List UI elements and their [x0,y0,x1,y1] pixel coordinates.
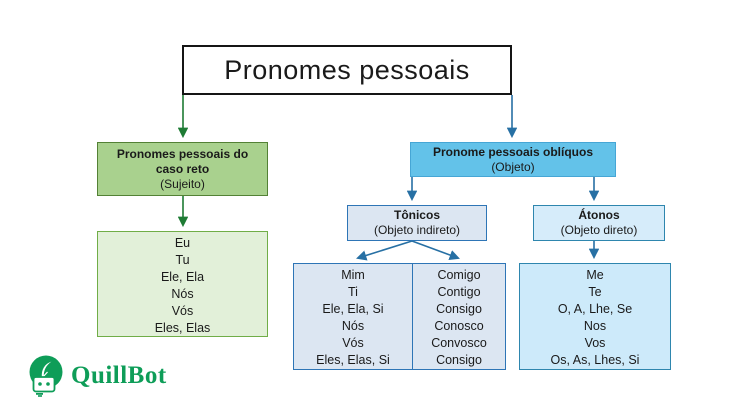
quillbot-wordmark: QuillBot [71,362,167,389]
atonos-pronoun-list: Me Te O, A, Lhe, Se Nos Vos Os, As, Lhes… [519,263,671,370]
list-item: Te [588,285,602,299]
list-item: Nós [341,319,365,333]
arrow-tonicos-to-col2 [411,240,460,260]
node-caso-reto-subtitle: (Sujeito) [160,177,205,191]
list-item: O, A, Lhe, Se [557,302,633,316]
diagram-title-text: Pronomes pessoais [224,55,470,85]
list-item: Ti [348,285,358,299]
list-item: Me [586,268,604,282]
node-atonos-title: Átonos [578,208,620,222]
arrow-tonicos-to-col1 [356,240,413,261]
node-obliquos: Pronome pessoais oblíquos (Objeto) [410,142,616,177]
tonicos-column-2: Comigo Contigo Consigo Conosco Convosco … [413,264,505,369]
list-item: Os, As, Lhes, Si [550,353,640,367]
list-item: Ele, Ela [160,270,205,284]
list-item: Comigo [437,268,481,282]
list-item: Vos [584,336,606,350]
list-item: Mim [341,268,365,282]
quillbot-robot-icon [29,355,63,397]
list-item: Vós [171,304,194,318]
node-atonos: Átonos (Objeto direto) [533,205,665,241]
tonicos-column-1: Mim Ti Ele, Ela, Si Nós Vós Eles, Elas, … [294,264,413,369]
list-item: Eu [174,236,191,250]
node-caso-reto: Pronomes pessoais do caso reto (Sujeito) [97,142,268,196]
list-item: Ele, Ela, Si [322,302,384,316]
node-obliquos-title: Pronome pessoais oblíquos [432,145,594,159]
list-item: Nos [583,319,607,333]
list-item: Vós [342,336,364,350]
list-item: Consigo [436,353,482,367]
node-obliquos-subtitle: (Objeto) [491,160,535,174]
node-tonicos-subtitle: (Objeto indireto) [373,223,461,237]
list-item: Conosco [434,319,484,333]
node-tonicos-title: Tônicos [393,208,440,222]
list-item: Nós [171,287,194,301]
caso-reto-pronoun-list: Eu Tu Ele, Ela Nós Vós Eles, Elas [97,231,268,337]
list-item: Eles, Elas [154,321,211,335]
list-item: Contigo [437,285,481,299]
tonicos-pronoun-table: Mim Ti Ele, Ela, Si Nós Vós Eles, Elas, … [293,263,506,370]
node-caso-reto-title: Pronomes pessoais do caso reto [116,147,249,176]
list-item: Consigo [436,302,482,316]
node-tonicos: Tônicos (Objeto indireto) [347,205,487,241]
node-atonos-subtitle: (Objeto direto) [560,223,638,237]
diagram-title: Pronomes pessoais [182,45,512,95]
list-item: Eles, Elas, Si [316,353,390,367]
quillbot-logo: QuillBot [27,355,167,397]
list-item: Tu [175,253,190,267]
list-item: Convosco [431,336,487,350]
